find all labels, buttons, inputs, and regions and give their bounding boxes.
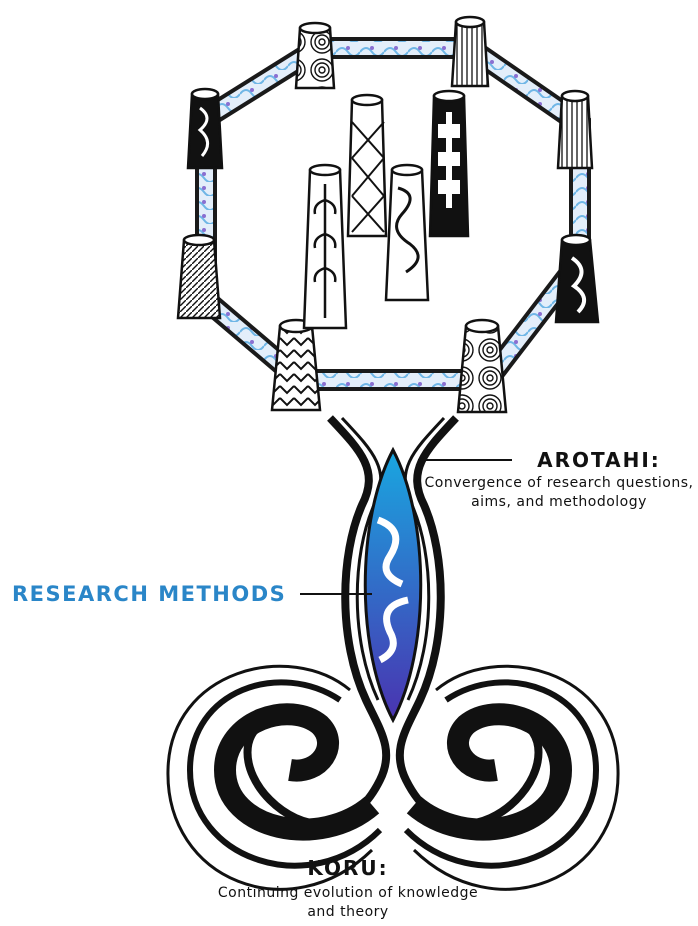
frame-post-right-upper [558, 91, 592, 168]
inner-post-black-step-pattern [430, 91, 468, 236]
arotahi-title: AROTAHI: [500, 448, 698, 472]
koru-title: KORU: [248, 856, 448, 880]
frame-post-top-left [296, 23, 334, 88]
research-methods-lens [365, 450, 421, 720]
inner-post-fern-pattern [304, 165, 346, 328]
frame-post-left-lower [178, 235, 220, 318]
research-methods-title: RESEARCH METHODS [0, 582, 312, 606]
frame-post-bottom-left [272, 320, 320, 410]
arotahi-description: Convergence of research questions, aims,… [420, 474, 698, 512]
frame-post-top-right [452, 17, 488, 86]
frame-post-right-lower [556, 235, 598, 322]
inner-post-cross-pattern [348, 95, 386, 236]
koru-description: Continuing evolution of knowledge and th… [210, 884, 486, 922]
frame-post-left-upper [188, 89, 222, 168]
inner-post-wave-pattern [386, 165, 428, 300]
frame-post-bottom-right [458, 320, 506, 412]
